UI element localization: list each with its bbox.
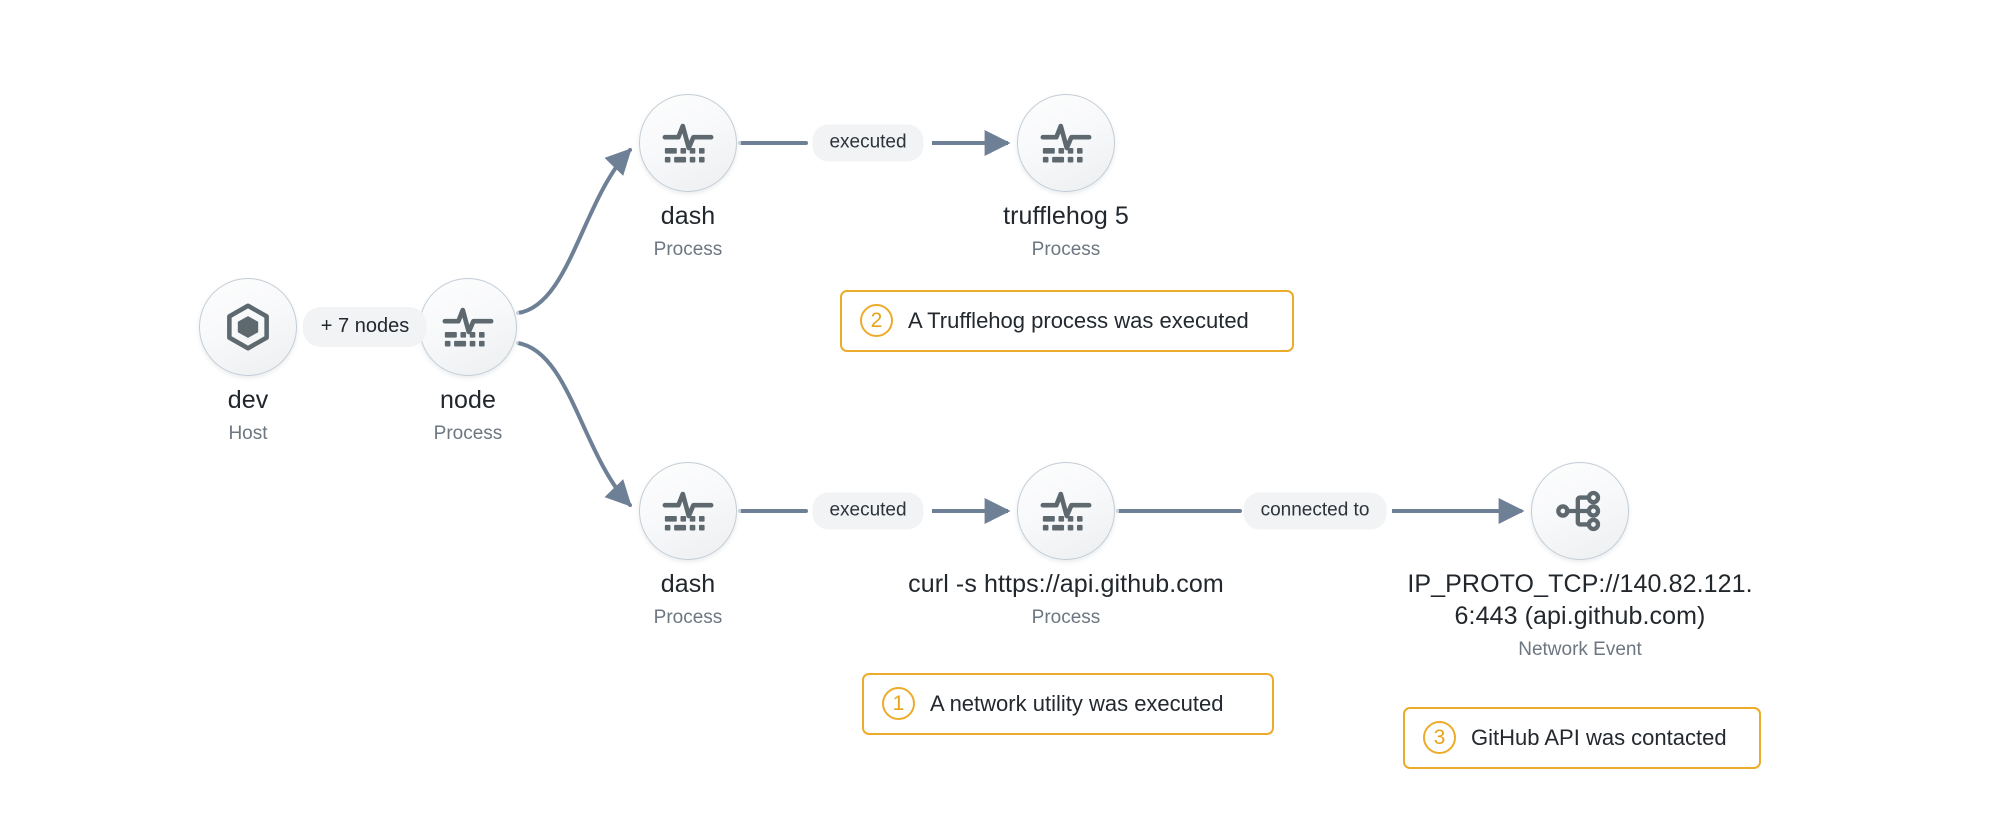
process-pulse-icon xyxy=(1040,491,1092,531)
edge-node-to-dash-bottom xyxy=(516,341,632,507)
node-caption: trufflehog 5 Process xyxy=(876,200,1256,263)
node-title: trufflehog 5 xyxy=(1003,202,1129,230)
node-bubble[interactable] xyxy=(199,278,297,376)
process-pulse-icon xyxy=(662,123,714,163)
node-bubble[interactable] xyxy=(1017,94,1115,192)
node-subtitle: Process xyxy=(433,423,503,444)
callout-number: 1 xyxy=(882,687,915,720)
node-caption: dash Process xyxy=(548,200,828,263)
node-bubble[interactable] xyxy=(639,462,737,560)
node-caption: dev Host xyxy=(108,384,388,447)
node-title: IP_PROTO_TCP://140.82.121. 6:443 (api.gi… xyxy=(1407,570,1753,630)
node-subtitle: Process xyxy=(1031,239,1101,260)
collapsed-nodes-badge[interactable]: + 7 nodes xyxy=(302,307,428,347)
node-subtitle: Process xyxy=(653,239,723,260)
callout-number: 2 xyxy=(860,304,893,337)
node-caption: curl -s https://api.github.com Process xyxy=(876,568,1256,631)
callout-text: A network utility was executed xyxy=(930,690,1224,716)
edge-label-executed-bottom[interactable]: executed xyxy=(812,492,924,530)
node-subtitle: Process xyxy=(1031,607,1101,628)
callout-text: GitHub API was contacted xyxy=(1471,724,1727,750)
node-title: dev xyxy=(227,386,269,414)
callout-3[interactable]: 3 GitHub API was contacted xyxy=(1403,707,1761,769)
node-title: node xyxy=(439,386,496,414)
node-title: curl -s https://api.github.com xyxy=(908,570,1224,598)
node-caption: IP_PROTO_TCP://140.82.121. 6:443 (api.gi… xyxy=(1390,568,1770,663)
network-share-icon xyxy=(1556,490,1601,532)
callout-text: A Trufflehog process was executed xyxy=(908,307,1249,333)
process-pulse-icon xyxy=(1040,123,1092,163)
node-title: dash xyxy=(660,202,716,230)
node-caption: node Process xyxy=(328,384,608,447)
node-caption: dash Process xyxy=(548,568,828,631)
node-subtitle: Host xyxy=(228,423,268,444)
hexagon-host-icon xyxy=(227,303,269,351)
node-bubble[interactable] xyxy=(1017,462,1115,560)
node-title: dash xyxy=(660,570,716,598)
process-pulse-icon xyxy=(662,491,714,531)
node-bubble[interactable] xyxy=(419,278,517,376)
edge-label-executed-top[interactable]: executed xyxy=(812,124,924,162)
node-subtitle: Process xyxy=(653,607,723,628)
callout-1[interactable]: 1 A network utility was executed xyxy=(862,673,1274,735)
callout-2[interactable]: 2 A Trufflehog process was executed xyxy=(840,290,1294,352)
edge-node-to-dash-top xyxy=(516,148,632,315)
process-pulse-icon xyxy=(442,307,494,347)
node-subtitle: Network Event xyxy=(1518,639,1642,660)
node-bubble[interactable] xyxy=(639,94,737,192)
edge-label-connected-to[interactable]: connected to xyxy=(1243,492,1387,530)
node-bubble[interactable] xyxy=(1531,462,1629,560)
callout-number: 3 xyxy=(1423,721,1456,754)
